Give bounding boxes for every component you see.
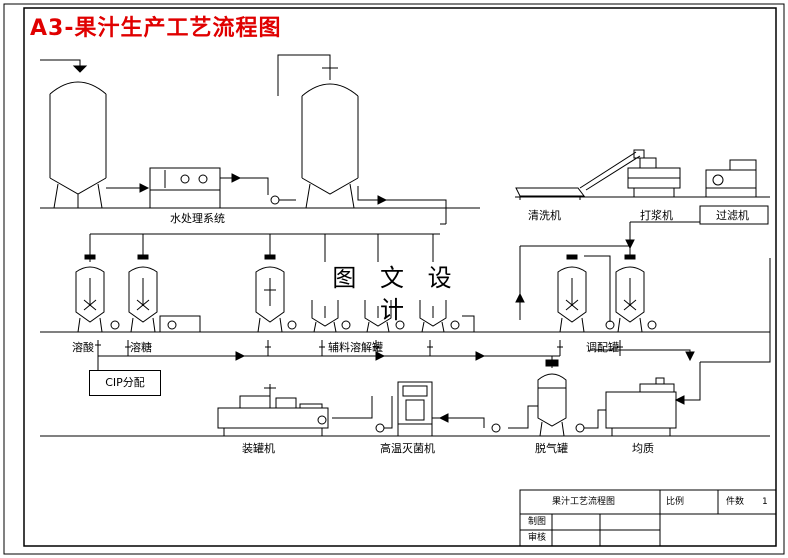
homogenizer-machine xyxy=(584,362,701,436)
label-blending-tank: 调配罐 xyxy=(586,341,619,354)
auxiliary-tank-2 xyxy=(311,300,351,333)
inner-frame xyxy=(23,7,777,547)
title-block-sheets-value: 1 xyxy=(762,497,768,507)
auxiliary-tank-4 xyxy=(419,300,475,333)
title-block-sheets-label: 件数 xyxy=(726,497,745,507)
label-pulper: 打浆机 xyxy=(640,209,673,222)
washer-machine xyxy=(515,187,585,200)
valves xyxy=(95,340,623,372)
label-acid-dissolve: 溶酸 xyxy=(72,341,94,354)
label-filling-machine: 装罐机 xyxy=(242,442,275,455)
label-deaerator: 脱气罐 xyxy=(535,442,568,455)
water-filter-box xyxy=(149,167,296,208)
label-washer: 清洗机 xyxy=(528,209,561,222)
sterilizer-machine xyxy=(375,381,501,436)
auxiliary-tank-3 xyxy=(364,300,405,333)
watermark-text: 图 文 设 计 xyxy=(324,262,468,324)
filter-machine xyxy=(699,159,769,225)
sugar-dissolve-tank xyxy=(128,254,201,333)
outer-frame xyxy=(3,3,785,555)
label-filter: 过滤机 xyxy=(716,209,749,222)
blending-tank-1 xyxy=(557,254,615,333)
label-homogenizer: 均质 xyxy=(632,442,654,455)
deaerator-tank xyxy=(508,356,585,437)
title-block-reviewed-label: 审核 xyxy=(528,533,547,543)
drawing-title: A3-果汁生产工艺流程图 xyxy=(30,16,282,41)
label-water-treatment: 水处理系统 xyxy=(170,212,225,225)
filling-machine xyxy=(217,384,373,436)
cip-distribution-box: CIP分配 xyxy=(89,370,161,396)
title-block-drafted-label: 制图 xyxy=(528,517,547,527)
elevator-conveyor xyxy=(579,149,645,191)
raw-water-tank xyxy=(40,59,150,209)
auxiliary-tank-1 xyxy=(255,254,297,333)
acid-dissolve-tank xyxy=(75,254,120,333)
label-sterilizer: 高温灭菌机 xyxy=(380,442,435,455)
title-block-drawing-name: 果汁工艺流程图 xyxy=(552,497,616,507)
title-block xyxy=(519,489,777,547)
blending-tank-2 xyxy=(615,254,657,333)
title-block-scale-label: 比例 xyxy=(666,497,685,507)
label-sugar-dissolve: 溶糖 xyxy=(130,341,152,354)
label-auxiliary-dissolve: 辅料溶解罐 xyxy=(328,341,383,354)
pulper-machine xyxy=(627,157,681,197)
pure-water-tank xyxy=(277,54,447,209)
